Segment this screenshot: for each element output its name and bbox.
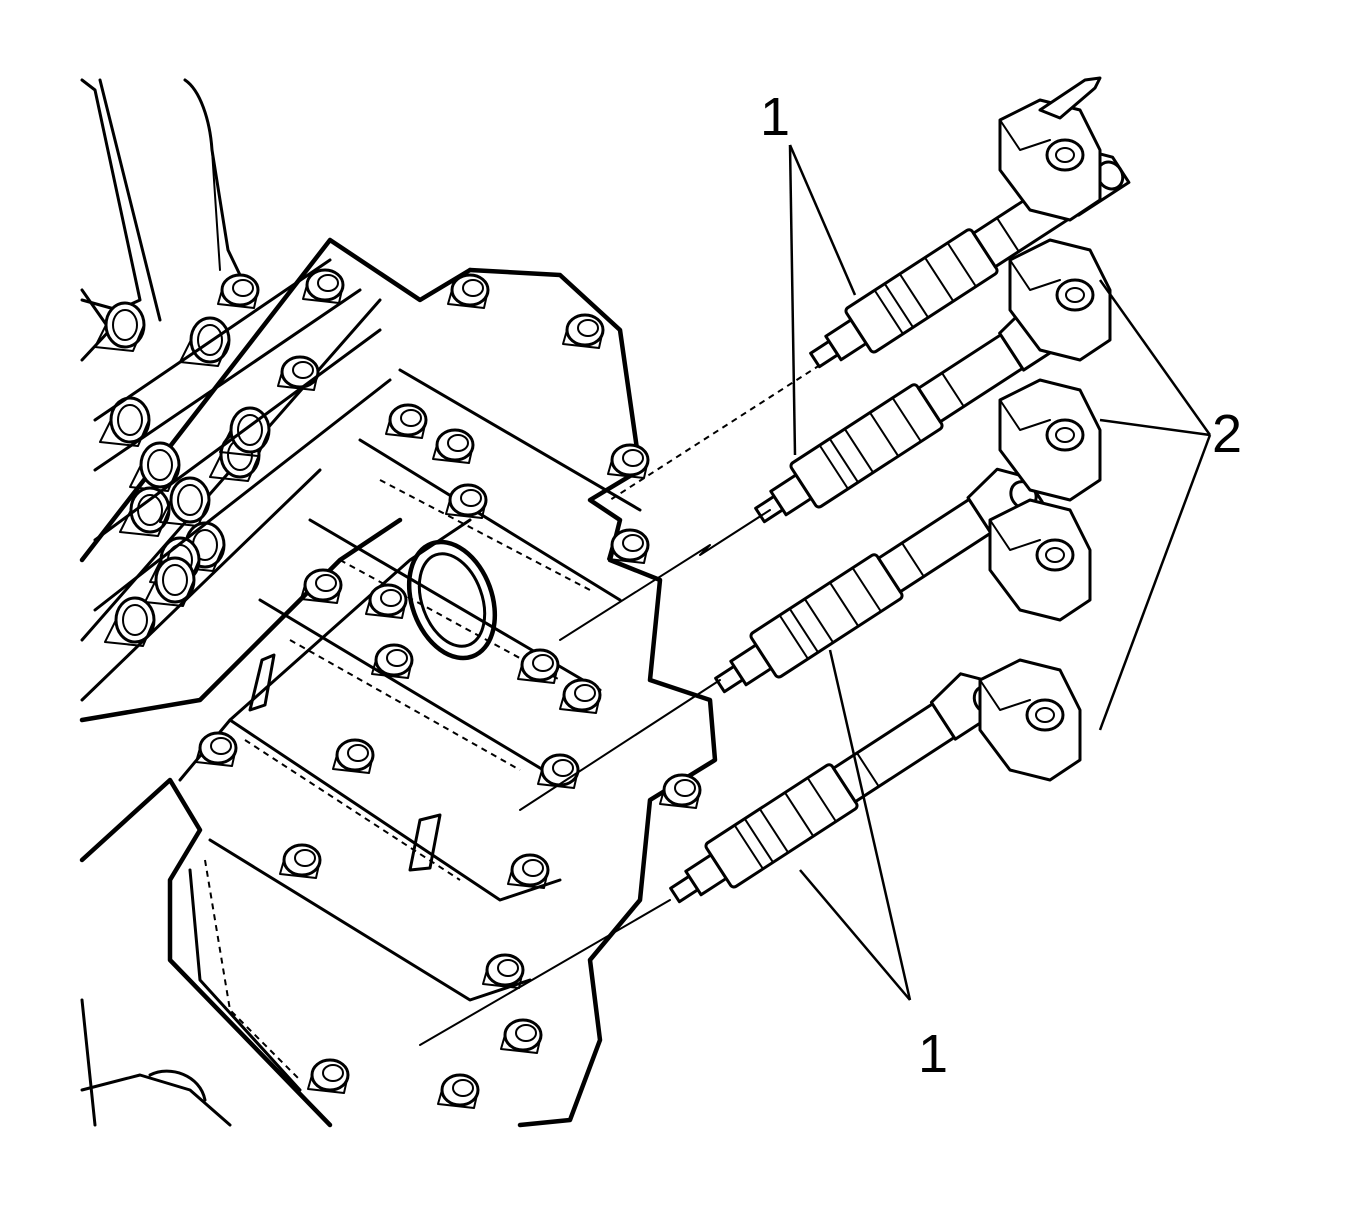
head-bolt (277, 355, 320, 391)
head-bolt (365, 583, 408, 619)
head-bolt (195, 731, 238, 767)
valve-lifter (119, 486, 171, 537)
valve-lifter (99, 396, 151, 447)
valve-lifter (104, 596, 156, 647)
head-bolt (279, 843, 322, 879)
injector-clamp (1008, 238, 1112, 362)
head-bolt (332, 738, 375, 774)
head-bolt (447, 273, 490, 309)
head-bolt (307, 1058, 350, 1094)
injector-clamps (978, 76, 1112, 782)
injector-clamp (988, 498, 1092, 622)
head-bolt (302, 268, 345, 304)
valve-lifter (129, 441, 181, 492)
head-bolt (500, 1018, 543, 1054)
head-bolt (445, 483, 488, 519)
head-bolt (300, 568, 343, 604)
head-bolt (482, 953, 525, 989)
head-bolt (385, 403, 428, 439)
head-bolt (217, 273, 260, 309)
head-bolt (537, 753, 580, 789)
head-bolt (659, 773, 702, 809)
injector-clamp (998, 98, 1102, 222)
callout-1-top: 1 (760, 87, 790, 147)
head-bolt (607, 528, 650, 564)
valve-lifter (144, 556, 196, 607)
head-bolts (195, 268, 702, 1109)
valve-lifter (159, 476, 211, 527)
valvetrain (80, 258, 392, 1127)
callout-2: 2 (1212, 404, 1242, 464)
head-bolt (437, 1073, 480, 1109)
cylinder-head (79, 78, 718, 1128)
head-bolt (559, 678, 602, 714)
callout-leaders (788, 144, 1212, 1001)
fuel-line-fitting (1038, 76, 1102, 120)
injector-clamp (998, 378, 1102, 502)
head-bolt (562, 313, 605, 349)
valve-lifter (94, 301, 146, 352)
install-centerlines (419, 364, 821, 1046)
head-bolt (607, 443, 650, 479)
head-bolt (371, 643, 414, 679)
head-bolt (507, 853, 550, 889)
head-bolt (517, 648, 560, 684)
callout-1-bottom: 1 (918, 1024, 948, 1084)
head-bolt (432, 428, 475, 464)
fuel-injector (714, 467, 1044, 694)
injector-clamp (978, 658, 1082, 782)
